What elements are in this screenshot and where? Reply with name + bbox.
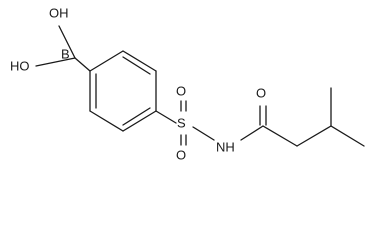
bond-b-oh-top (58, 25, 76, 59)
bond-nh-carbonyl (240, 125, 264, 141)
bond-b-oh-left (35, 57, 76, 67)
oh-top-label: OH (49, 5, 69, 20)
oxygen-bottom-label: O (176, 147, 186, 162)
ring-bond-1 (89, 50, 124, 72)
ring-bond-2 (122, 50, 157, 72)
boron-label: B (61, 46, 70, 61)
carbonyl-oxygen-label: O (256, 85, 266, 100)
ring-double-bond-1 (122, 56, 151, 75)
ring-bond-4 (122, 110, 157, 132)
ring-bond-5 (89, 110, 124, 132)
sulfur-label: S (177, 115, 186, 130)
atom-labels: OH HO B O S O NH O (10, 5, 266, 162)
bond-chain-1 (262, 125, 298, 147)
bonds (35, 25, 365, 147)
amide-nh-label: NH (216, 139, 235, 154)
oxygen-top-label: O (176, 83, 186, 98)
bond-b-ring (74, 57, 91, 72)
bond-chain-2 (296, 125, 332, 147)
oh-left-label: HO (10, 58, 30, 73)
bond-chain-4 (330, 125, 365, 147)
ring-double-bond-2 (122, 107, 151, 126)
bond-ring-sulfur (155, 110, 177, 124)
bond-s-nh (192, 126, 215, 141)
chemical-structure: OH HO B O S O NH O (10, 5, 365, 162)
